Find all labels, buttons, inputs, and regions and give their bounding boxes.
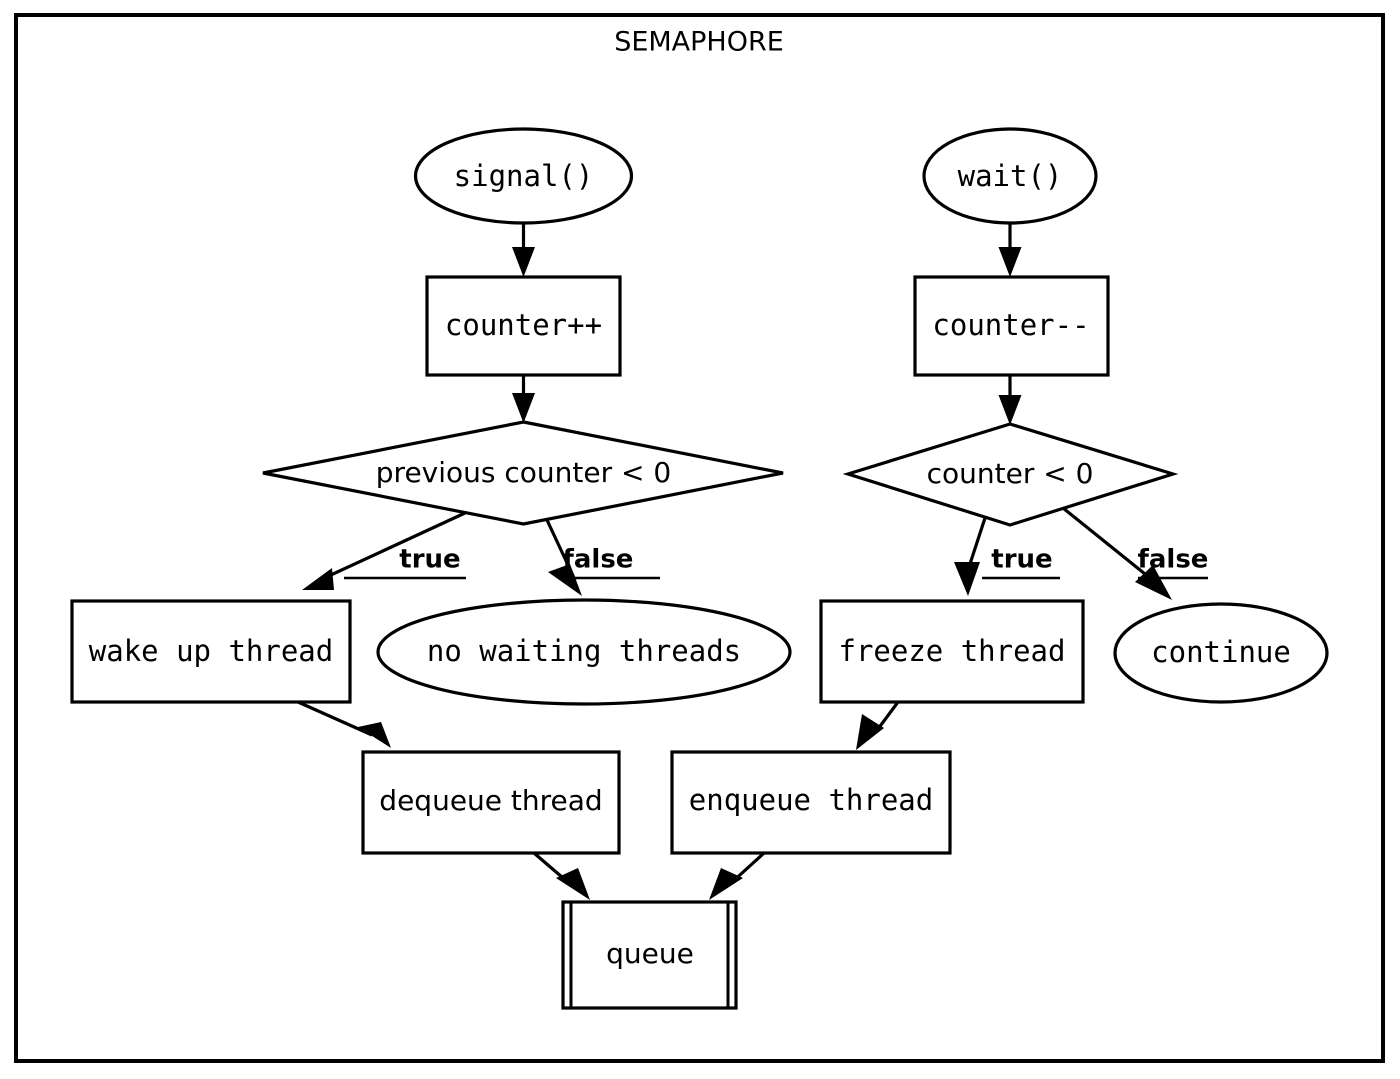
edge-label-wait-false: false — [1138, 545, 1209, 575]
node-counter-condition[interactable] — [842, 422, 1179, 527]
node-counter-condition-label: counter < 0 — [927, 457, 1094, 490]
node-freeze-thread[interactable] — [819, 599, 1085, 704]
node-continue-label: continue — [1151, 635, 1291, 669]
node-no-waiting-threads-label: no waiting threads — [427, 634, 741, 668]
node-dequeue-thread[interactable] — [361, 750, 621, 855]
node-enqueue-thread[interactable] — [670, 750, 952, 855]
node-queue[interactable] — [561, 900, 738, 1010]
edge-signal-to-counter-inc-arrowhead — [512, 247, 535, 277]
edge-counter-inc-to-prev-cond-arrowhead — [512, 393, 535, 423]
edge-prev-cond-to-nowait-arrowhead — [548, 564, 582, 596]
node-wake-up-thread[interactable] — [70, 599, 352, 704]
diagram-title: SEMAPHORE — [614, 27, 784, 58]
node-freeze-thread-label: freeze thread — [839, 634, 1066, 668]
edge-wake-to-dequeue — [297, 700, 373, 737]
node-dequeue-thread-label: dequeue thread — [379, 784, 602, 817]
edge-dequeue-to-queue-arrowhead — [556, 868, 590, 900]
edge-wake-to-dequeue-arrowhead — [358, 722, 391, 748]
node-counter-decrement-label: counter-- — [932, 308, 1089, 342]
node-wait-label: wait() — [958, 159, 1063, 193]
edge-prev-cond-to-wake-arrowhead — [302, 568, 334, 590]
node-enqueue-thread-label: enqueue thread — [689, 783, 933, 817]
edge-cond-to-continue — [1061, 506, 1152, 580]
node-counter-increment-label: counter++ — [445, 308, 602, 342]
node-signal-label: signal() — [454, 159, 594, 193]
diagram-frame — [14, 13, 1385, 1063]
edge-enqueue-to-queue-arrowhead — [709, 868, 743, 900]
edge-cond-to-continue-arrowhead — [1135, 565, 1172, 600]
edge-label-signal-true: true — [399, 545, 460, 575]
edge-cond-to-freeze — [966, 517, 987, 571]
edge-label-signal-false: false — [563, 545, 634, 575]
edge-cond-to-freeze-arrowhead — [954, 562, 980, 596]
edge-label-wait-true: true — [991, 545, 1052, 575]
node-no-waiting-threads[interactable] — [376, 598, 792, 706]
edge-counter-dec-to-cond-arrowhead — [998, 395, 1022, 425]
edge-freeze-to-enqueue-arrowhead — [856, 714, 884, 750]
node-queue-label: queue — [606, 937, 694, 970]
edge-prev-cond-to-wake — [319, 511, 466, 582]
node-counter-decrement[interactable] — [913, 275, 1110, 377]
node-previous-counter-condition[interactable] — [262, 420, 784, 526]
node-wake-up-thread-label: wake up thread — [89, 634, 333, 668]
node-previous-counter-condition-label: previous counter < 0 — [376, 456, 671, 489]
edge-wait-to-counter-dec-arrowhead — [998, 247, 1022, 277]
node-continue[interactable] — [1113, 602, 1329, 704]
